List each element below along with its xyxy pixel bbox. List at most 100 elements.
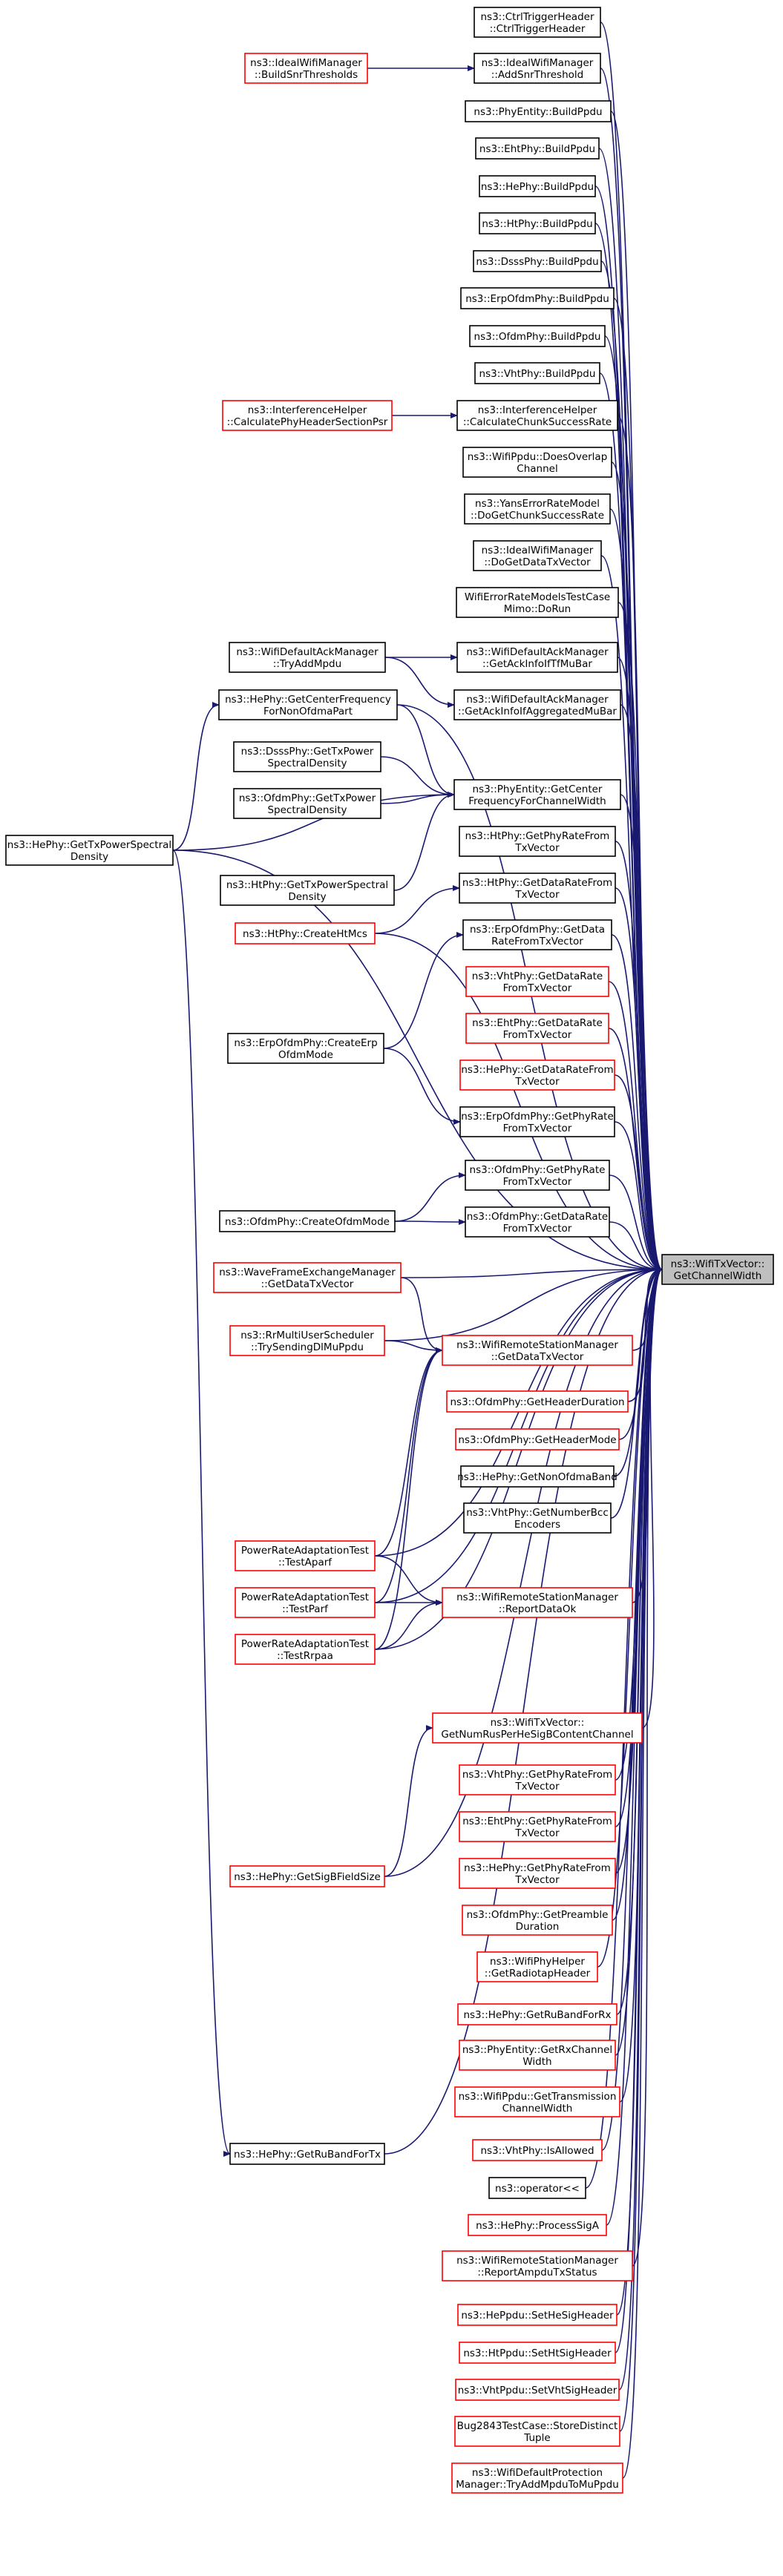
- caller-node[interactable]: ns3::HePhy::GetRuBandForRx: [457, 2003, 617, 2025]
- caller-node[interactable]: ns3::OfdmPhy::GetHeaderMode: [455, 1428, 620, 1450]
- caller-node[interactable]: ns3::HtPhy::CreateHtMcs: [235, 922, 376, 944]
- caller-node[interactable]: ns3::operator<<: [488, 2177, 586, 2199]
- target-node[interactable]: ns3::WifiTxVector::GetChannelWidth: [661, 1254, 774, 1285]
- node-box: [465, 100, 612, 122]
- node-box: [462, 1905, 613, 1936]
- caller-node[interactable]: ns3::VhtPhy::BuildPpdu: [474, 362, 600, 384]
- caller-node[interactable]: ns3::WifiDefaultAckManager::GetAckInfoIf…: [456, 642, 618, 673]
- call-edge: [384, 1340, 443, 1353]
- caller-node[interactable]: ns3::HePhy::GetSigBFieldSize: [229, 1865, 385, 1887]
- caller-node[interactable]: ns3::YansErrorRateModel::DoGetChunkSucce…: [464, 493, 611, 525]
- caller-node[interactable]: ns3::HePhy::GetRuBandForTx: [229, 2143, 385, 2165]
- node-box: [455, 2379, 620, 2401]
- node-label-line: ::TryAddMpdu: [273, 658, 341, 670]
- node-label-line: ns3::HtPhy::CreateHtMcs: [243, 928, 367, 940]
- node-box: [460, 1465, 615, 1488]
- caller-node[interactable]: ns3::PhyEntity::BuildPpdu: [465, 100, 612, 122]
- caller-node[interactable]: ns3::InterferenceHelper::CalculateChunkS…: [456, 400, 618, 431]
- caller-node[interactable]: ns3::InterferenceHelper::CalculatePhyHea…: [222, 400, 393, 431]
- call-edge: [400, 1266, 663, 1278]
- caller-node[interactable]: ns3::HtPpdu::SetHtSigHeader: [459, 2342, 616, 2364]
- caller-node[interactable]: PowerRateAdaptationTest::TestAparf: [235, 1540, 376, 1571]
- node-box: [233, 788, 381, 819]
- call-edge: [374, 885, 460, 934]
- node-label-line: ::ReportAmpduTxStatus: [477, 2267, 597, 2278]
- caller-node[interactable]: ns3::HePhy::ProcessSigA: [468, 2214, 607, 2236]
- caller-node[interactable]: ns3::WifiDefaultAckManager::GetAckInfoIf…: [453, 689, 621, 720]
- node-box: [442, 1587, 633, 1618]
- caller-node[interactable]: ns3::HePhy::BuildPpdu: [479, 175, 596, 197]
- caller-node[interactable]: ns3::PhyEntity::GetCenterFrequencyForCha…: [453, 779, 621, 810]
- node-box: [464, 493, 611, 525]
- call-edge: [608, 1028, 663, 1272]
- node-label-line: ns3::WifiRemoteStationManager: [456, 2255, 618, 2267]
- caller-node[interactable]: ns3::WifiRemoteStationManager::ReportAmp…: [442, 2250, 633, 2281]
- caller-node[interactable]: ns3::IdealWifiManager::AddSnrThreshold: [474, 53, 601, 84]
- node-box: [456, 400, 618, 431]
- node-box: [459, 1811, 616, 1842]
- caller-node[interactable]: ns3::ErpOfdmPhy::BuildPpdu: [460, 287, 615, 309]
- caller-node[interactable]: ns3::OfdmPhy::CreateOfdmMode: [219, 1210, 396, 1232]
- caller-node[interactable]: ns3::OfdmPhy::GetHeaderDuration: [446, 1390, 629, 1413]
- node-label-line: ns3::OfdmPhy::GetHeaderDuration: [450, 1396, 624, 1408]
- node-label-line: ::GetAckInfoIfTfMuBar: [482, 658, 592, 670]
- caller-node[interactable]: ns3::WifiPpdu::GetTransmissionChannelWid…: [454, 2086, 620, 2117]
- caller-node[interactable]: ns3::DsssPhy::BuildPpdu: [473, 250, 602, 272]
- caller-node[interactable]: ns3::HePhy::GetNonOfdmaBand: [457, 1465, 617, 1488]
- caller-node[interactable]: ns3::WifiTxVector::GetNumRusPerHeSigBCon…: [432, 1712, 643, 1744]
- node-box: [213, 1262, 402, 1293]
- caller-node[interactable]: ns3::CtrlTriggerHeader::CtrlTriggerHeade…: [474, 7, 601, 38]
- caller-node[interactable]: ns3::IdealWifiManager::DoGetDataTxVector: [473, 540, 602, 571]
- node-label-line: ns3::PhyEntity::BuildPpdu: [474, 106, 602, 118]
- node-label-line: ns3::HePhy::GetRuBandForRx: [463, 2009, 611, 2021]
- caller-node[interactable]: ns3::HtPhy::BuildPpdu: [479, 212, 596, 234]
- node-box: [488, 2177, 586, 2199]
- caller-node[interactable]: ns3::WifiDefaultAckManager::TryAddMpdu: [229, 642, 386, 673]
- caller-node[interactable]: ns3::WifiRemoteStationManager::ReportDat…: [442, 1587, 633, 1618]
- caller-node[interactable]: ns3::VhtPhy::IsAllowed: [472, 2139, 603, 2161]
- caller-node[interactable]: ns3::VhtPpdu::SetVhtSigHeader: [455, 2379, 620, 2401]
- caller-node[interactable]: ns3::EhtPhy::BuildPpdu: [475, 137, 600, 160]
- caller-node[interactable]: ns3::WifiRemoteStationManager::GetDataTx…: [442, 1335, 633, 1366]
- node-label-line: Density: [288, 891, 326, 903]
- caller-node[interactable]: ns3::HePpdu::SetHeSigHeader: [457, 2304, 617, 2326]
- caller-node[interactable]: PowerRateAdaptationTest::TestParf: [235, 1587, 376, 1618]
- caller-node[interactable]: ns3::HePhy::GetCenterFrequencyForNonOfdm…: [218, 689, 398, 720]
- node-label-line: ns3::HePhy::GetCenterFrequency: [225, 694, 391, 706]
- caller-node[interactable]: ns3::OfdmPhy::BuildPpdu: [469, 325, 606, 347]
- caller-node[interactable]: ns3::WifiDefaultProtectionManager::TryAd…: [451, 2462, 623, 2494]
- node-box: [473, 540, 602, 571]
- caller-node[interactable]: PowerRateAdaptationTest::TestRrpaa: [235, 1634, 376, 1665]
- call-edge: [384, 1725, 433, 1877]
- caller-node[interactable]: ns3::RrMultiUserScheduler::TrySendingDlM…: [229, 1325, 385, 1356]
- caller-node[interactable]: ns3::WifiPhyHelper::GetRadiotapHeader: [476, 1951, 598, 1982]
- caller-node[interactable]: ns3::IdealWifiManager::BuildSnrThreshold…: [244, 53, 368, 84]
- node-box: [442, 1335, 633, 1366]
- node-box: [233, 741, 381, 772]
- node-label-line: ns3::HtPhy::GetTxPowerSpectral: [226, 879, 388, 891]
- caller-node[interactable]: ns3::WaveFrameExchangeManager::GetDataTx…: [213, 1262, 402, 1293]
